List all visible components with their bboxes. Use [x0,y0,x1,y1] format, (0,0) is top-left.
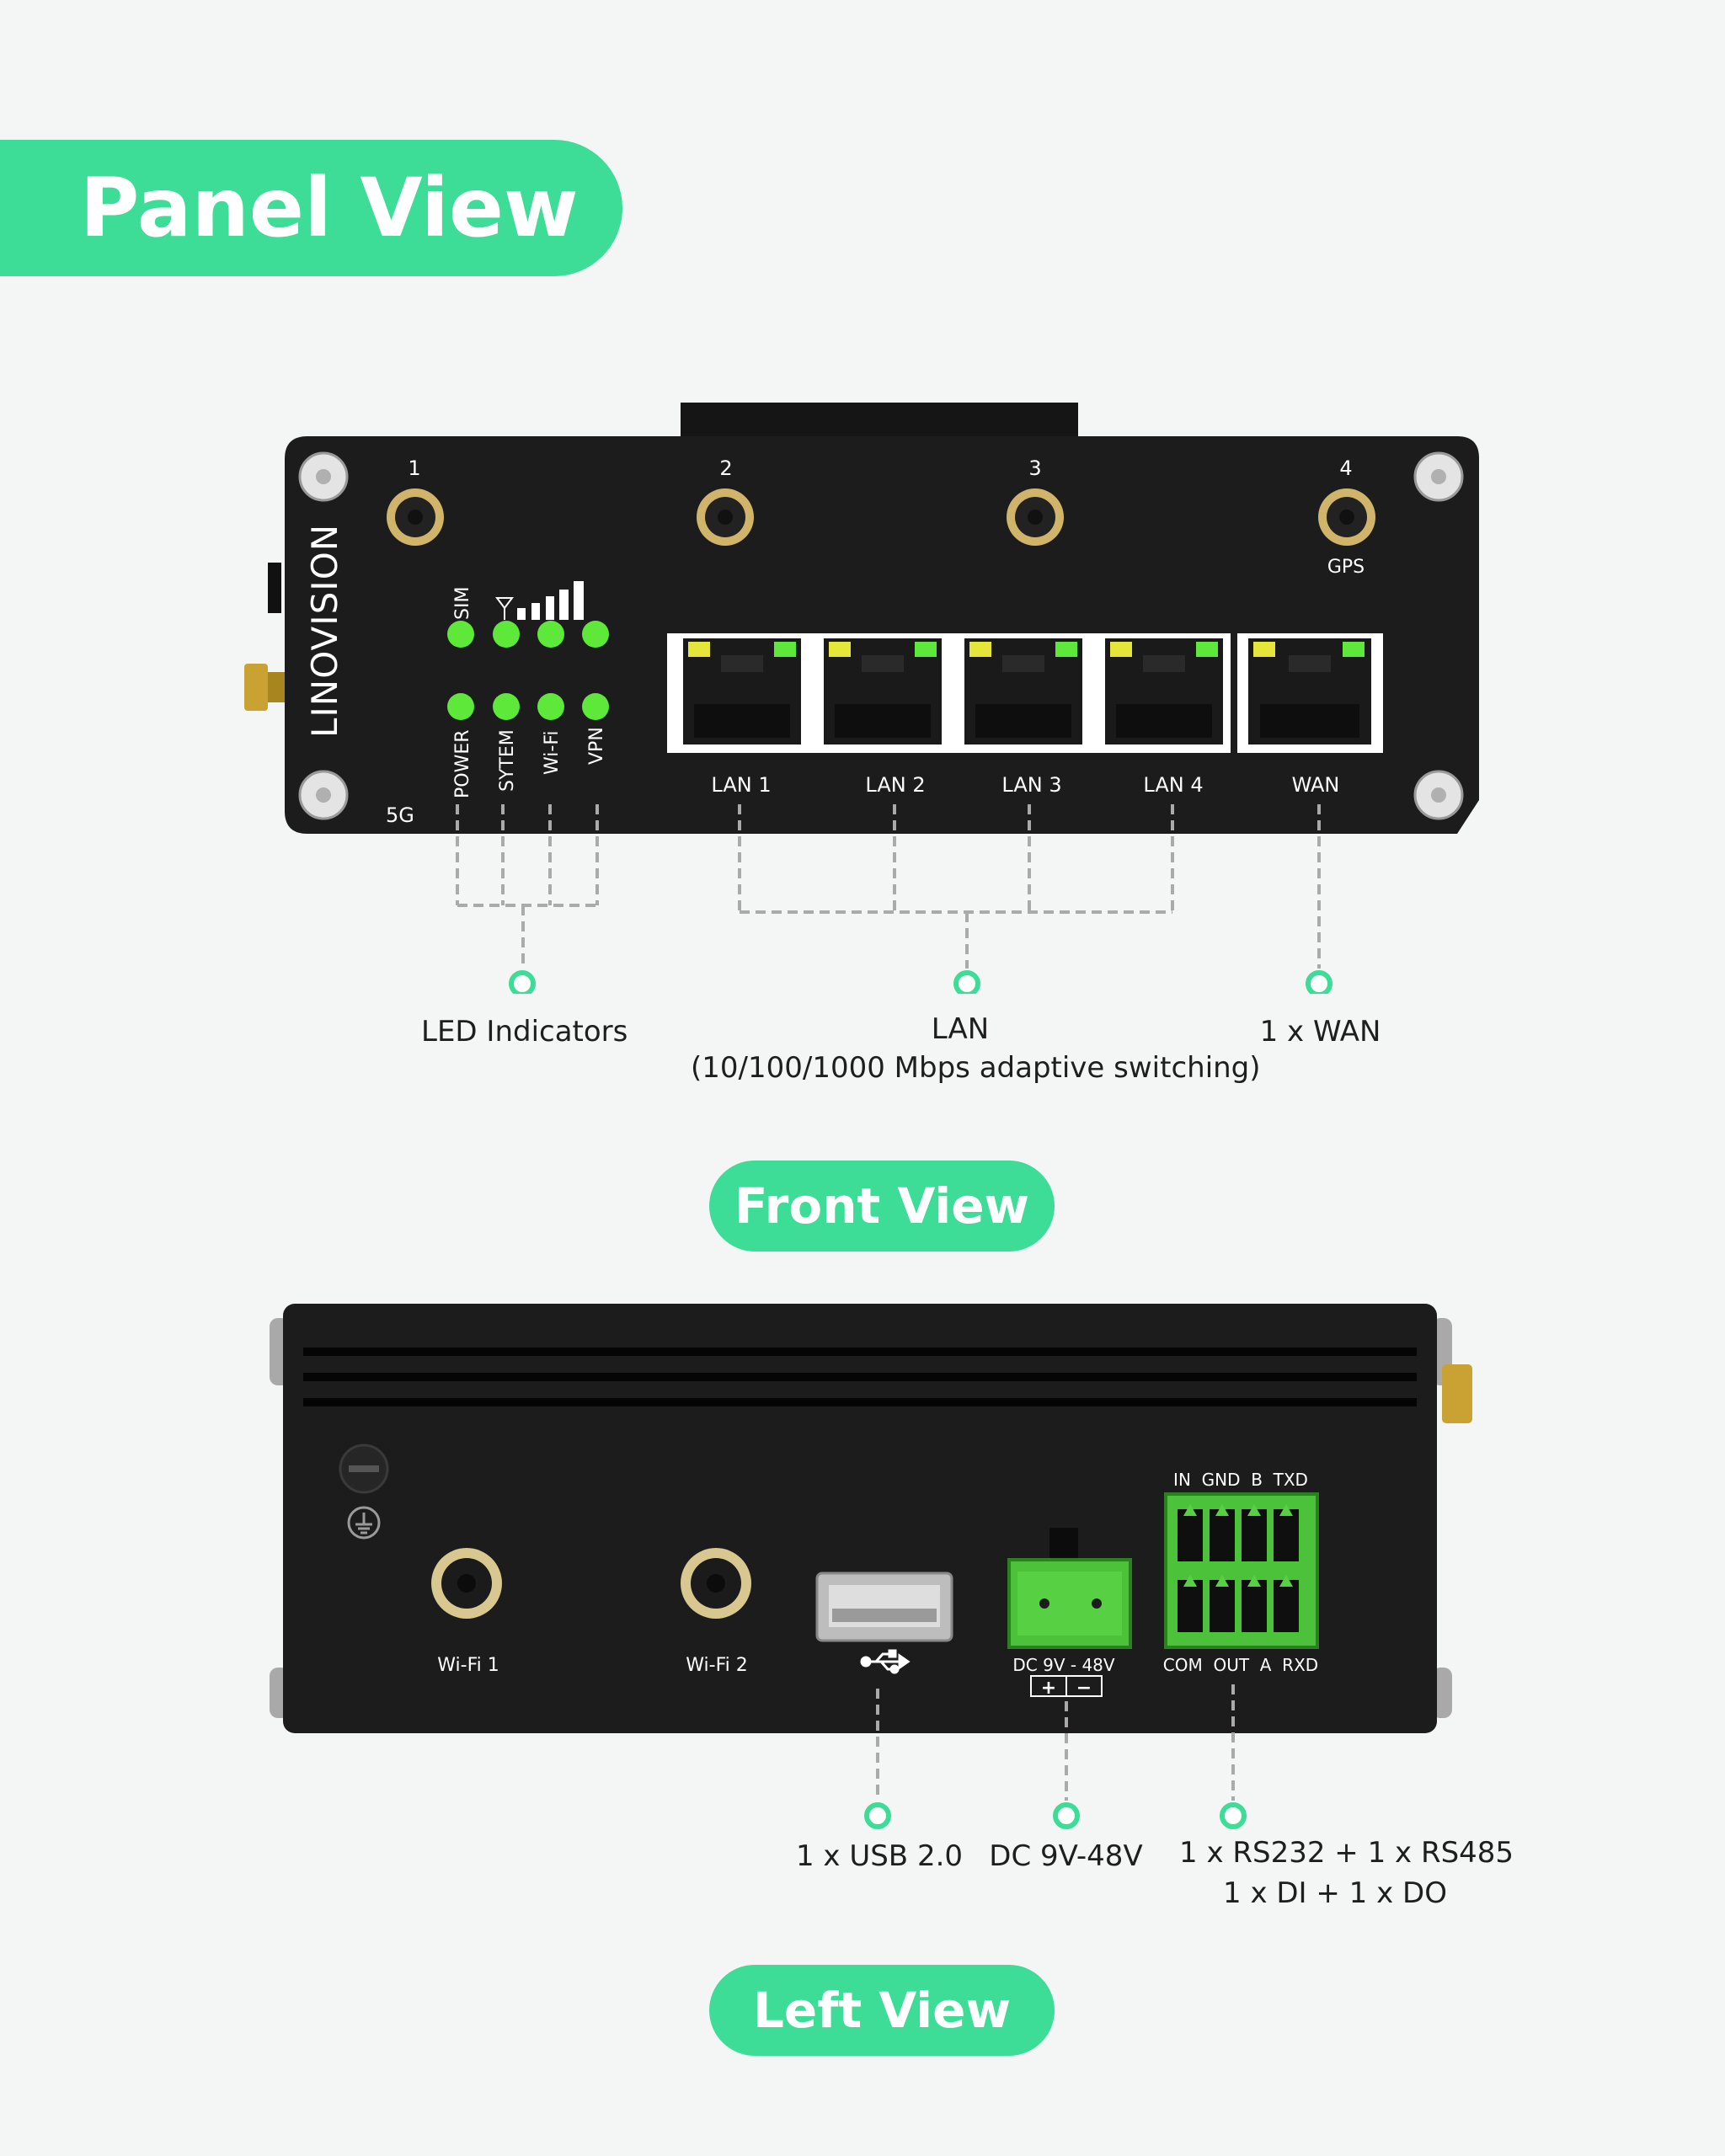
serial-caption: 1 x RS232 + 1 x RS485 [1179,1836,1514,1870]
antenna-port-4-label: 4 [1339,456,1352,480]
antenna-ports [387,488,1375,546]
brand-logo: LINOVISION [304,524,345,738]
lan-1-label: LAN 1 [711,773,771,797]
led-indicators-caption: LED Indicators [421,1015,628,1049]
ground-symbol-icon [347,1506,381,1540]
led-sim [447,621,474,648]
callout-dot [1220,1802,1247,1829]
led-wifi [537,693,564,720]
wan-label: WAN [1292,773,1340,797]
antenna-port-1-label: 1 [408,456,420,480]
lan-4-label: LAN 4 [1143,773,1203,797]
left-device-illustration: Wi-Fi 1 Wi-Fi 2 DC 9V - 48V + − IN GND B… [270,1304,1472,1733]
led-label-power: POWER [452,729,473,798]
side-antenna-connector [244,664,268,711]
wifi-1-port [431,1548,502,1619]
wan-caption: 1 x WAN [1259,1015,1381,1049]
wifi-2-label: Wi-Fi 2 [686,1655,747,1676]
heat-fins [303,1348,1417,1406]
panel-view-title: Panel View [0,140,622,276]
lan-2-label: LAN 2 [865,773,925,797]
led-signal-2 [537,621,564,648]
lan-caption: LAN [931,1012,990,1046]
callout-dot [509,970,536,994]
ethernet-ports [683,638,1371,744]
side-antenna-connector [1442,1364,1472,1423]
callout-dot [1306,970,1332,994]
mount-bracket [681,403,1078,440]
led-power [447,693,474,720]
front-view-title: Front View [709,1161,1055,1251]
polarity-minus: − [1076,1678,1092,1699]
front-device-illustration: 1 2 3 4 GPS LINOVISION SIM POWER SYTEM W… [244,403,1479,834]
led-label-wifi: Wi-Fi [542,731,563,776]
signal-strength-icon [495,581,584,620]
left-callout-leaders [864,1684,1247,1829]
usb-icon [860,1649,911,1674]
left-panel-body [283,1304,1437,1733]
wan-port [1248,638,1371,744]
led-system [493,693,520,720]
callout-dot [864,1802,891,1829]
wifi-1-label: Wi-Fi 1 [437,1655,499,1676]
lan-3-port [964,638,1082,744]
led-signal-1 [493,621,520,648]
usb-caption: 1 x USB 2.0 [795,1839,964,1873]
side-switch [268,563,281,613]
led-label-system: SYTEM [497,729,518,792]
led-label-sim: SIM [452,587,473,620]
led-label-vpn: VPN [586,727,607,765]
gps-label: GPS [1327,557,1365,578]
terminal-top-labels: IN GND B TXD [1173,1470,1308,1490]
lan-2-port [824,638,942,744]
led-indicators [447,621,609,720]
lan-speed-caption: (10/100/1000 Mbps adaptive switching) [691,1051,1261,1085]
io-caption: 1 x DI + 1 x DO [1223,1876,1447,1910]
lan-3-label: LAN 3 [1001,773,1061,797]
front-callout-leaders [456,804,1332,994]
wifi-2-port [681,1548,751,1619]
callout-dot [953,970,980,994]
antenna-port-2-label: 2 [719,456,732,480]
callout-dot [1053,1802,1080,1829]
terminal-bottom-labels: COM OUT A RXD [1163,1655,1318,1675]
lan-4-port [1105,638,1223,744]
network-5g-badge: 5G [386,803,414,827]
left-view-title: Left View [709,1965,1055,2056]
led-vpn [582,693,609,720]
antenna-port-3-label: 3 [1028,456,1041,480]
polarity-plus: + [1041,1678,1056,1699]
led-signal-3 [582,621,609,648]
lan-1-port [683,638,801,744]
dc-label: DC 9V - 48V [1012,1655,1115,1675]
dc-caption: DC 9V-48V [989,1839,1143,1873]
